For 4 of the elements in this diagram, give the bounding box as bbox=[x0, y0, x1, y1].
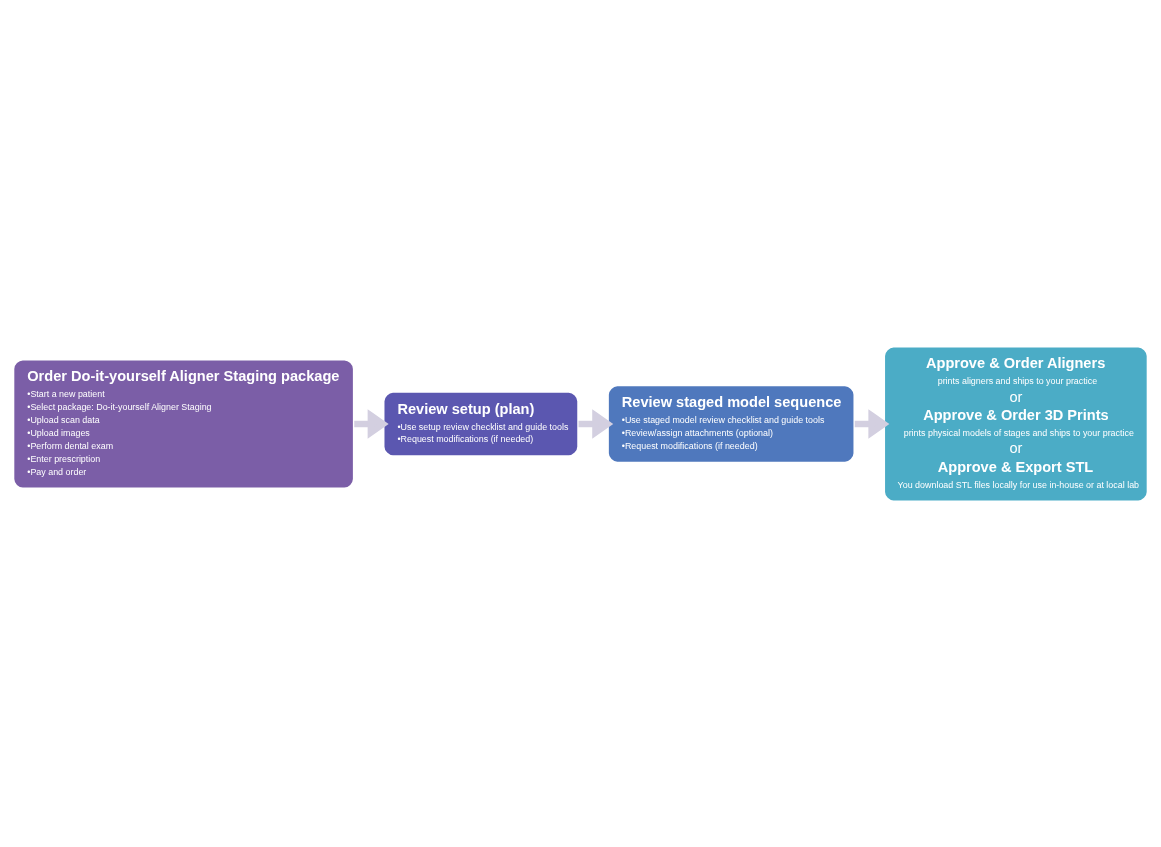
node-box: Approve & Order Aligners prints aligners and ships to your practice or Approve & Order 3D Prints prints physical models of stages and ships to your practice or Approve & Export STL You download STL files locally for use in-house or at local lab bbox=[882, 344, 1150, 503]
node-box: Review setup (plan) •Use setup review checklist and guide tools •Request modifications (if needed) bbox=[382, 389, 580, 458]
node-box: Review staged model sequence •Use staged model review checklist and guide tools •Review/assign attachments (optional) •Request modifications (if needed) bbox=[606, 383, 856, 464]
node-box: Order Do-it-yourself Aligner Staging package •Start a new patient •Select package: Do-it-yourself Aligner Staging •Upload scan data •Upload images •Perform dental exam •Enter prescription •Pay and order bbox=[11, 357, 356, 490]
